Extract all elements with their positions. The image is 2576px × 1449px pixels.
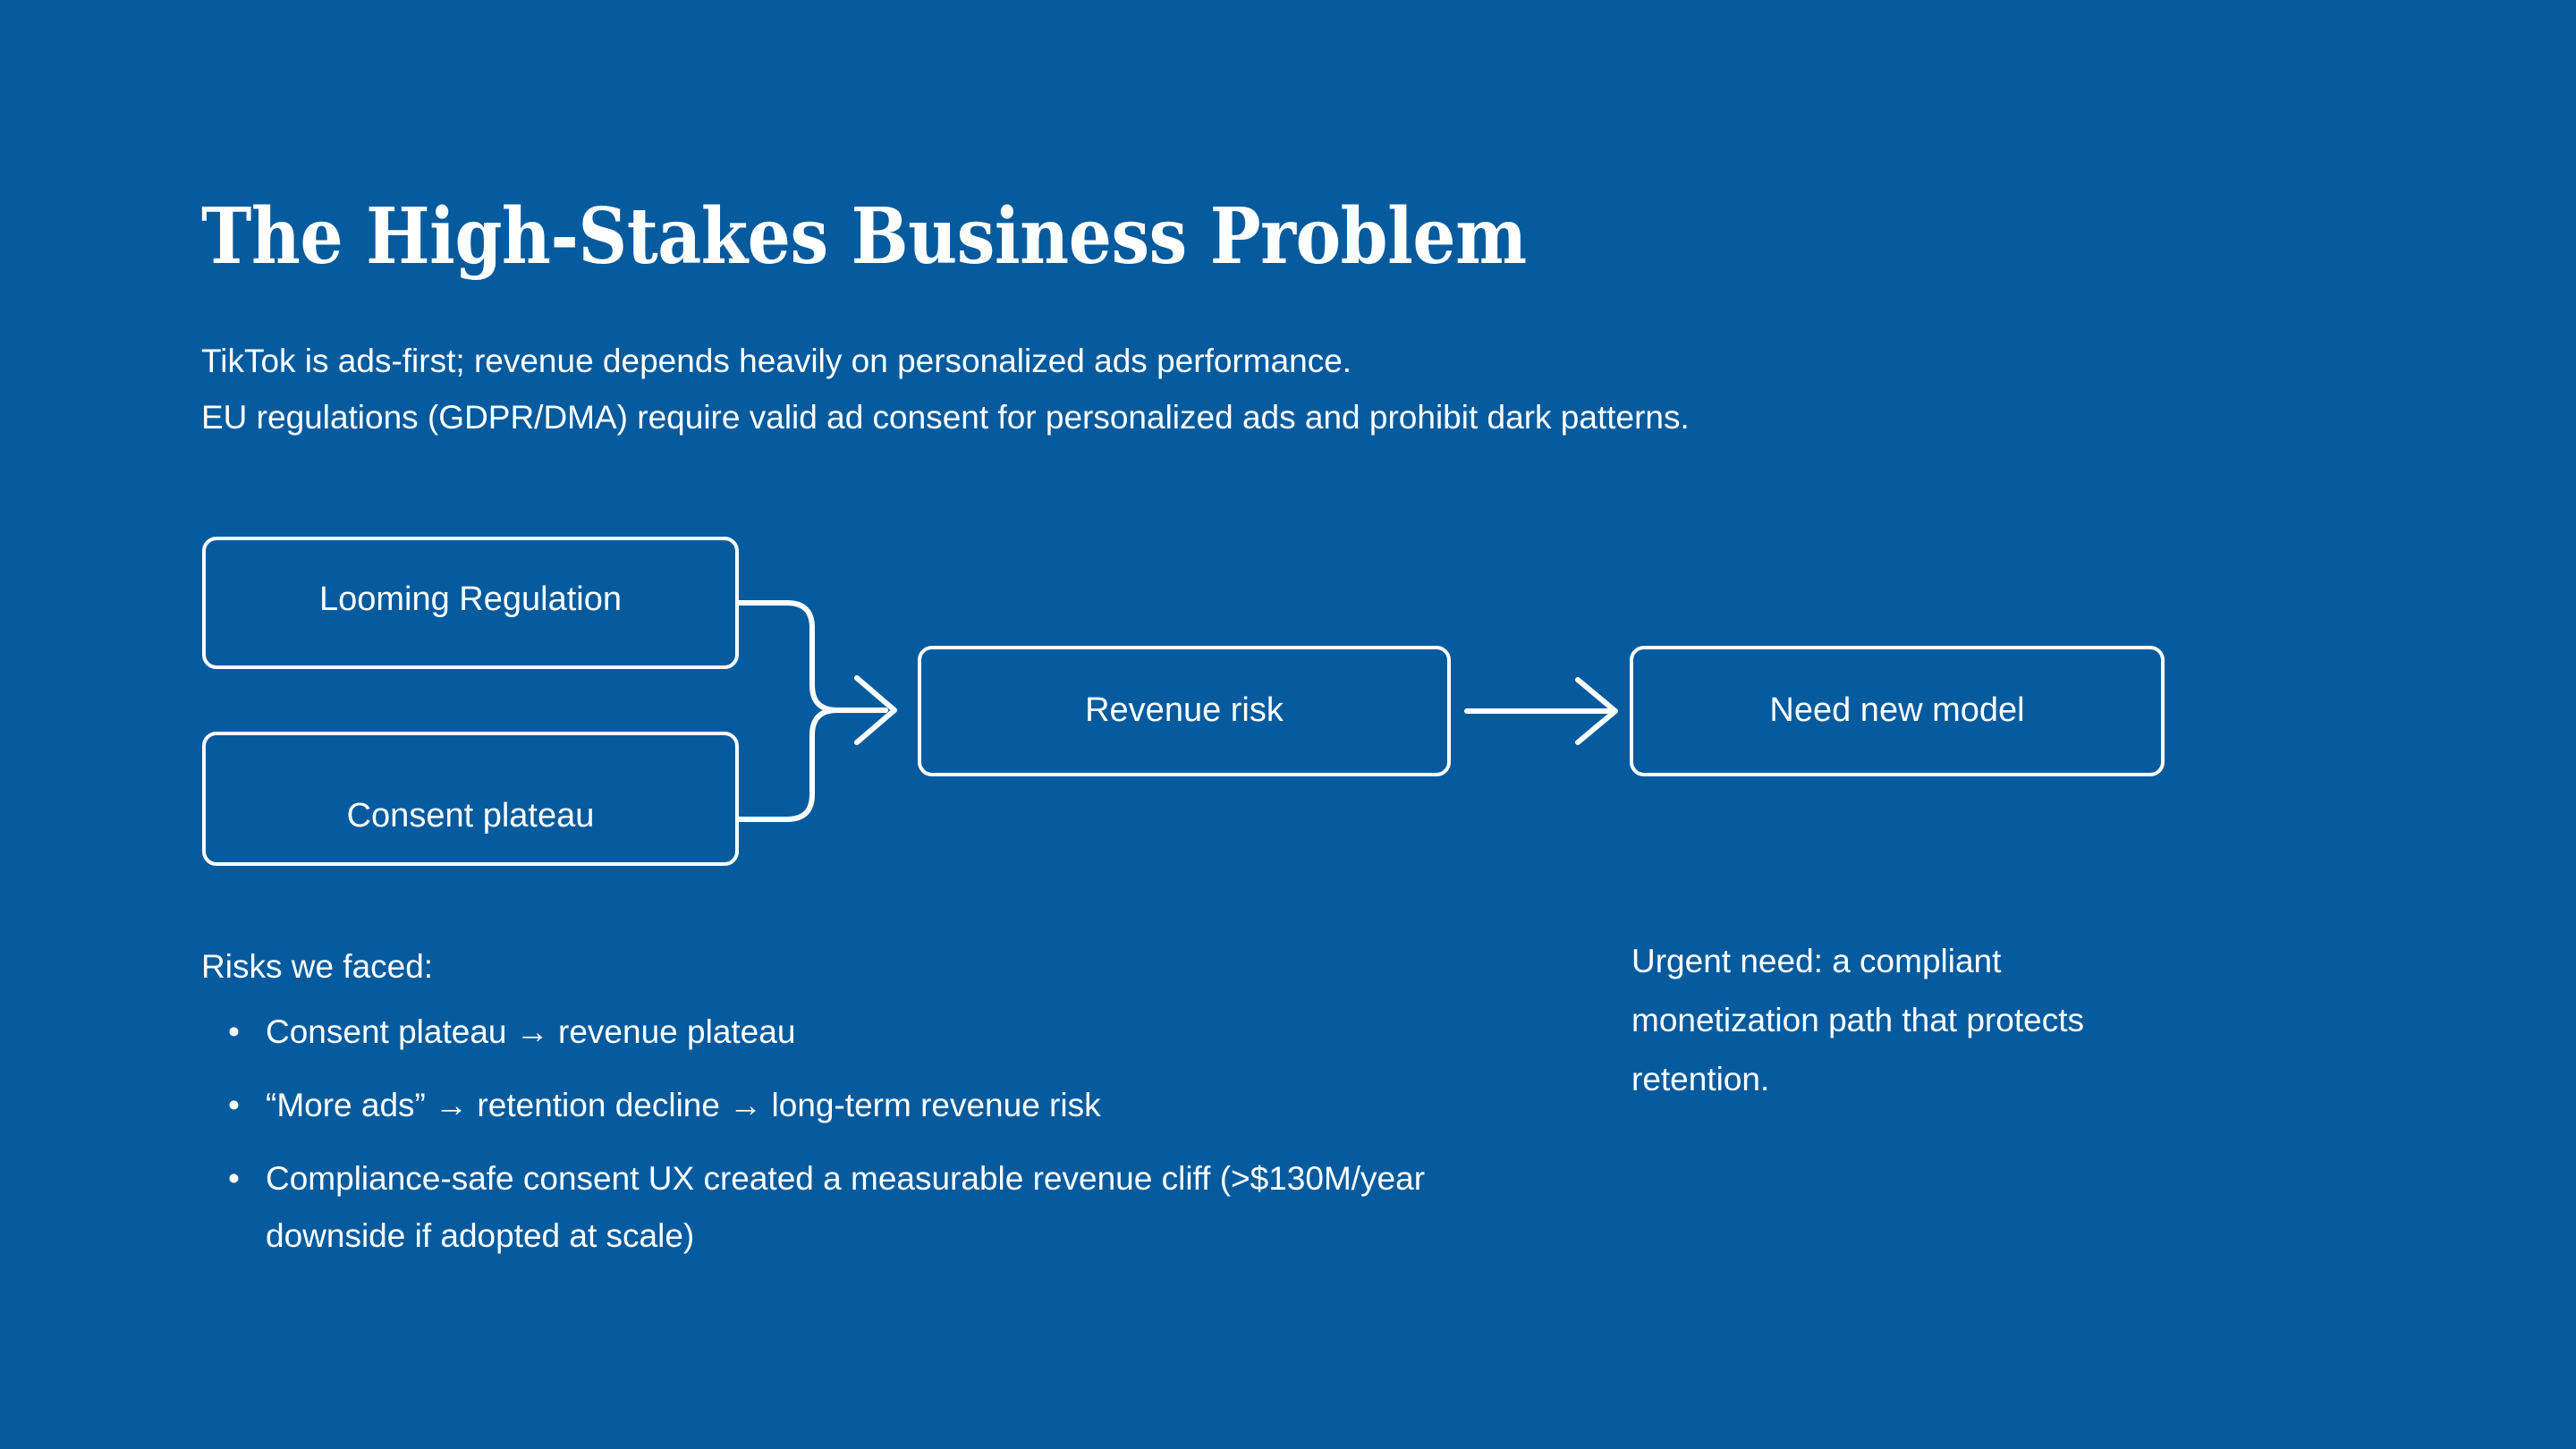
flow-node-label: Need new model [1769,691,2025,730]
risk-item-text: Consent plateau → revenue plateau [266,1013,796,1050]
bullet-icon: • [228,1013,240,1050]
risks-section: Risks we faced: • Consent plateau → reve… [201,946,1543,1281]
risk-list-item: • “More ads” → retention decline → long-… [201,1077,1543,1134]
arrowhead-into-need-new-model [1575,677,1618,745]
bullet-icon: • [228,1160,240,1197]
subtitle-line-2: EU regulations (GDPR/DMA) require valid … [201,399,1690,436]
page-title: The High-Stakes Business Problem [201,191,1527,282]
flow-node-looming-regulation[interactable]: Looming Regulation [202,537,739,669]
subtitle-line-1: TikTok is ads-first; revenue depends hea… [201,343,1352,379]
flow-node-revenue-risk[interactable]: Revenue risk [918,646,1451,776]
arrowhead-into-revenue-risk [854,675,897,745]
flow-node-label: Revenue risk [1085,691,1284,730]
risk-list-item: • Compliance-safe consent UX created a m… [201,1150,1543,1265]
risks-heading: Risks we faced: [201,948,434,985]
connector-looming-regulation-to-revenue-risk [736,600,888,713]
connector-consent-plateau-to-revenue-risk [736,708,888,822]
flow-node-consent-plateau[interactable]: Consent plateau [202,732,739,866]
risk-item-text: “More ads” → retention decline → long-te… [266,1087,1101,1123]
flow-node-need-new-model[interactable]: Need new model [1630,646,2165,776]
risk-item-text: Compliance-safe consent UX created a mea… [266,1160,1426,1254]
risk-list-item: • Consent plateau → revenue plateau [201,1004,1543,1061]
flow-node-label: Looming Regulation [318,580,622,618]
urgent-need-callout: Urgent need: a compliant monetization pa… [1631,943,2084,1097]
subtitle-block: TikTok is ads-first; revenue depends hea… [201,333,2348,445]
flow-node-label: Consent plateau [346,797,595,835]
bullet-icon: • [228,1087,240,1123]
